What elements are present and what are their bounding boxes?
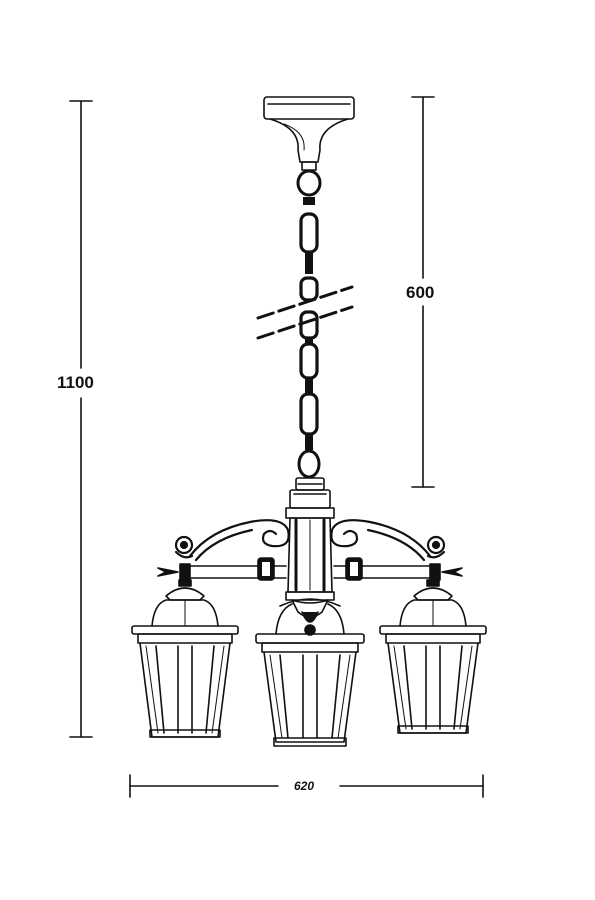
total-height-dimension bbox=[70, 101, 92, 737]
lantern-right bbox=[380, 580, 486, 733]
width-dimension bbox=[130, 775, 483, 797]
chain-length-dimension bbox=[412, 97, 434, 487]
lantern-left bbox=[132, 580, 238, 737]
lamp-arm bbox=[158, 558, 462, 580]
lantern-center bbox=[256, 599, 364, 746]
width-label: 620 bbox=[290, 780, 319, 792]
ceiling-canopy bbox=[264, 97, 354, 170]
total-height-label: 1100 bbox=[56, 372, 95, 393]
scroll-ornament-right bbox=[331, 520, 444, 560]
chain-length-label: 600 bbox=[405, 282, 436, 303]
chain-break-marks bbox=[258, 287, 352, 338]
scroll-ornament-left bbox=[176, 520, 289, 560]
chain-lower bbox=[299, 312, 319, 477]
chain-upper bbox=[298, 171, 320, 300]
central-body bbox=[286, 478, 334, 635]
